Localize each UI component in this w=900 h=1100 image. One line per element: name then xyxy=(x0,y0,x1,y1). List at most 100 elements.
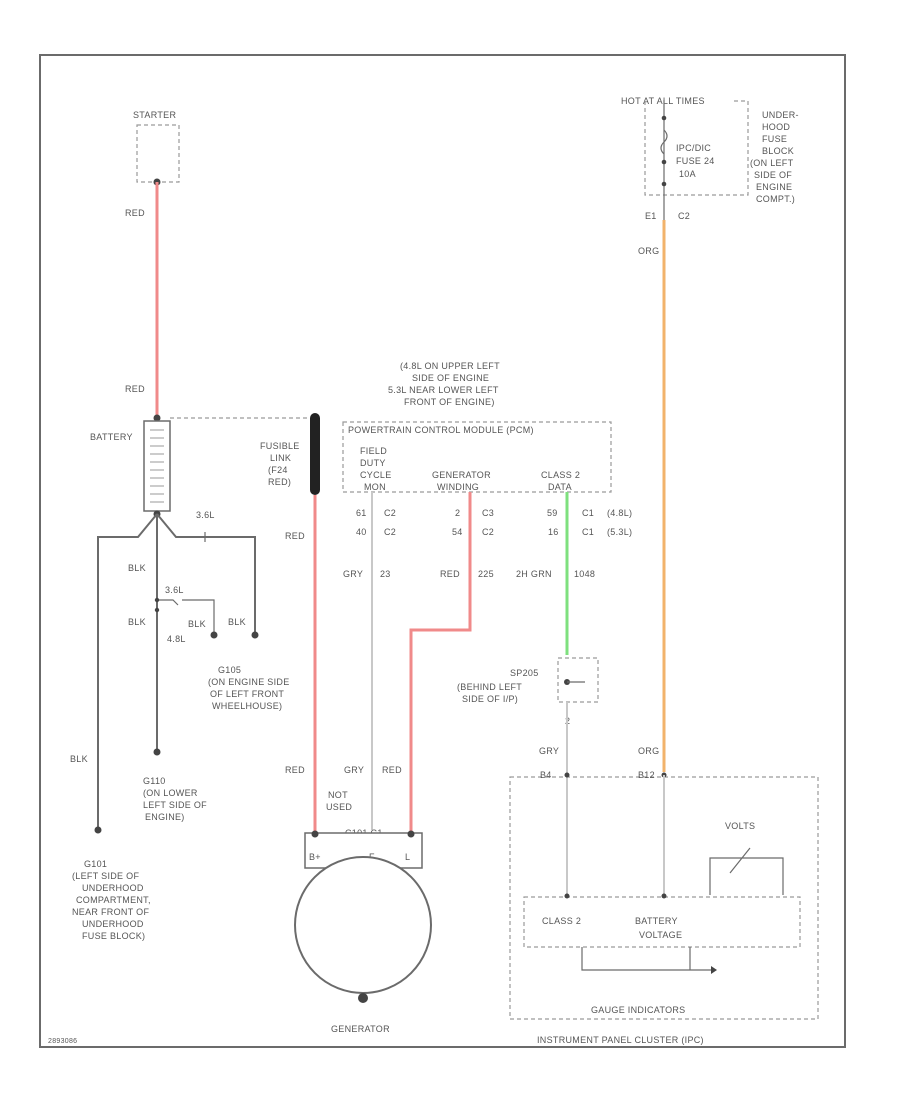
ground-g105-dot-b xyxy=(251,631,259,639)
pcm-class2-circuit: 1048 xyxy=(574,569,595,579)
pcm-pin-c2-2: 16 xyxy=(548,527,559,537)
svg-text:RED): RED) xyxy=(268,477,291,487)
ground-blk-3: BLK xyxy=(188,619,206,629)
svg-text:UNDERHOOD: UNDERHOOD xyxy=(82,919,144,929)
svg-text:SIDE OF ENGINE: SIDE OF ENGINE xyxy=(412,373,489,383)
gen-b-wire-label: RED xyxy=(285,765,305,775)
svg-text:G101: G101 xyxy=(84,859,107,869)
ipc-inner-box xyxy=(523,896,801,948)
pcm-gen-label: GENERATOR WINDING xyxy=(432,470,491,492)
starter-wire-top-label: RED xyxy=(125,208,145,218)
svg-text:GENERATOR: GENERATOR xyxy=(432,470,491,480)
gen-l-wire-label: RED xyxy=(382,765,402,775)
splice-sp205-label: SP205 (BEHIND LEFT SIDE OF I/P) xyxy=(457,668,538,704)
gen-not-used-label: NOT USED xyxy=(326,790,352,812)
svg-text:FIELD: FIELD xyxy=(360,446,387,456)
fusible-link-label: FUSIBLE LINK (F24 RED) xyxy=(260,441,299,487)
starter-box xyxy=(136,124,180,183)
svg-text:USED: USED xyxy=(326,802,352,812)
ground-g101-label: G101 (LEFT SIDE OF UNDERHOOD COMPARTMENT… xyxy=(72,859,151,941)
generator-ground-dot xyxy=(358,993,368,1003)
svg-text:UNDER-: UNDER- xyxy=(762,110,799,120)
generator-terminal-b xyxy=(311,830,319,838)
pcm-field-label: FIELD DUTY CYCLE MON xyxy=(360,446,392,492)
ipc-batt-label: BATTERY VOLTAGE xyxy=(635,916,682,940)
fuse-node-mid xyxy=(661,159,667,165)
svg-text:FUSE BLOCK): FUSE BLOCK) xyxy=(82,931,145,941)
fuse-symbol xyxy=(660,129,668,155)
svg-text:FUSE 24: FUSE 24 xyxy=(676,156,715,166)
gen-term-b: B+ xyxy=(309,852,321,862)
svg-text:ENGINE): ENGINE) xyxy=(145,812,185,822)
ground-g110-dot xyxy=(153,748,161,756)
battery-cells xyxy=(150,429,164,503)
pcm-box xyxy=(342,421,612,493)
fuse-block-header: HOT AT ALL TIMES xyxy=(621,96,705,106)
pcm-pin-field-1: 61 xyxy=(356,508,367,518)
battery-pos-terminal xyxy=(153,414,161,422)
svg-text:(ON ENGINE SIDE: (ON ENGINE SIDE xyxy=(208,677,290,687)
ipc-gauge-label: VOLTS xyxy=(725,821,755,831)
pcm-location: (4.8L ON UPPER LEFT SIDE OF ENGINE 5.3L … xyxy=(388,361,500,407)
pcm-pin-gen-1: 2 xyxy=(455,508,460,518)
pcm-field-circuit: 23 xyxy=(380,569,391,579)
pcm-conn-gen-2: C2 xyxy=(482,527,494,537)
svg-text:NOT: NOT xyxy=(328,790,348,800)
svg-text:10A: 10A xyxy=(679,169,696,179)
fuse-block-location: UNDER- HOOD FUSE BLOCK (ON LEFT SIDE OF … xyxy=(750,110,799,204)
svg-text:5.3L NEAR LOWER LEFT: 5.3L NEAR LOWER LEFT xyxy=(388,385,499,395)
ground-eng-tag: 3.6L xyxy=(196,510,215,520)
battery-label: BATTERY xyxy=(90,432,133,442)
svg-text:BLOCK: BLOCK xyxy=(762,146,794,156)
generator-label: GENERATOR xyxy=(331,1024,390,1034)
pcm-pin-field-2: 40 xyxy=(356,527,367,537)
svg-text:FRONT OF ENGINE): FRONT OF ENGINE) xyxy=(404,397,495,407)
svg-text:DATA: DATA xyxy=(548,482,572,492)
svg-text:LEFT SIDE OF: LEFT SIDE OF xyxy=(143,800,207,810)
svg-text:OF LEFT FRONT: OF LEFT FRONT xyxy=(210,689,284,699)
pcm-conn-field-2: C2 xyxy=(384,527,396,537)
ipc-internal-ground xyxy=(581,947,711,971)
ground-blk-4: BLK xyxy=(228,617,246,627)
ground-switch-node-a xyxy=(154,597,160,603)
pcm-title: POWERTRAIN CONTROL MODULE (PCM) xyxy=(348,425,534,435)
ground-g110-label: G110 (ON LOWER LEFT SIDE OF ENGINE) xyxy=(143,776,207,822)
svg-text:(F24: (F24 xyxy=(268,465,288,475)
fuse-block-conn: C2 xyxy=(678,211,690,221)
fuse-node-top xyxy=(661,115,667,121)
ground-eng-label-1: 3.6L xyxy=(165,585,184,595)
svg-text:(ON LEFT: (ON LEFT xyxy=(750,158,794,168)
svg-text:UNDERHOOD: UNDERHOOD xyxy=(82,883,144,893)
svg-text:COMPARTMENT,: COMPARTMENT, xyxy=(76,895,151,905)
ground-eng-label-2: 4.8L xyxy=(167,634,186,644)
ground-wire-tree xyxy=(97,513,256,828)
generator-terminal-l xyxy=(407,830,415,838)
svg-text:SIDE OF I/P): SIDE OF I/P) xyxy=(462,694,518,704)
ground-g105-dot-a xyxy=(210,631,218,639)
ipc-org-wire-label: ORG xyxy=(638,746,659,756)
svg-text:VOLTAGE: VOLTAGE xyxy=(639,930,682,940)
svg-text:LINK: LINK xyxy=(270,453,291,463)
generator-body xyxy=(294,856,432,994)
svg-text:IPC/DIC: IPC/DIC xyxy=(676,143,711,153)
ground-g105-label: G105 (ON ENGINE SIDE OF LEFT FRONT WHEEL… xyxy=(208,665,290,711)
ipc-ground-arrow xyxy=(711,966,717,974)
battery-body xyxy=(143,420,171,512)
gen-term-l: L xyxy=(405,852,410,862)
ground-blk-1: BLK xyxy=(128,563,146,573)
pcm-pin-gen-2: 54 xyxy=(452,527,463,537)
ipc-pin-class2: B4 xyxy=(540,770,552,780)
diagram-code: 2893086 xyxy=(48,1038,77,1045)
pcm-note-c2-2: (5.3L) xyxy=(607,527,632,537)
svg-text:CYCLE: CYCLE xyxy=(360,470,392,480)
svg-text:HOOD: HOOD xyxy=(762,122,790,132)
svg-text:G110: G110 xyxy=(143,776,166,786)
pcm-gen-wire-label: RED xyxy=(440,569,460,579)
fuse-label: IPC/DIC FUSE 24 10A xyxy=(676,143,715,179)
ground-g101-dot xyxy=(94,826,102,834)
svg-text:COMPT.): COMPT.) xyxy=(756,194,795,204)
svg-text:SIDE OF: SIDE OF xyxy=(754,170,792,180)
ipc-class2-label: CLASS 2 xyxy=(542,916,581,926)
ground-blk-5: BLK xyxy=(70,754,88,764)
pcm-class2-wire-label: 2H GRN xyxy=(516,569,552,579)
